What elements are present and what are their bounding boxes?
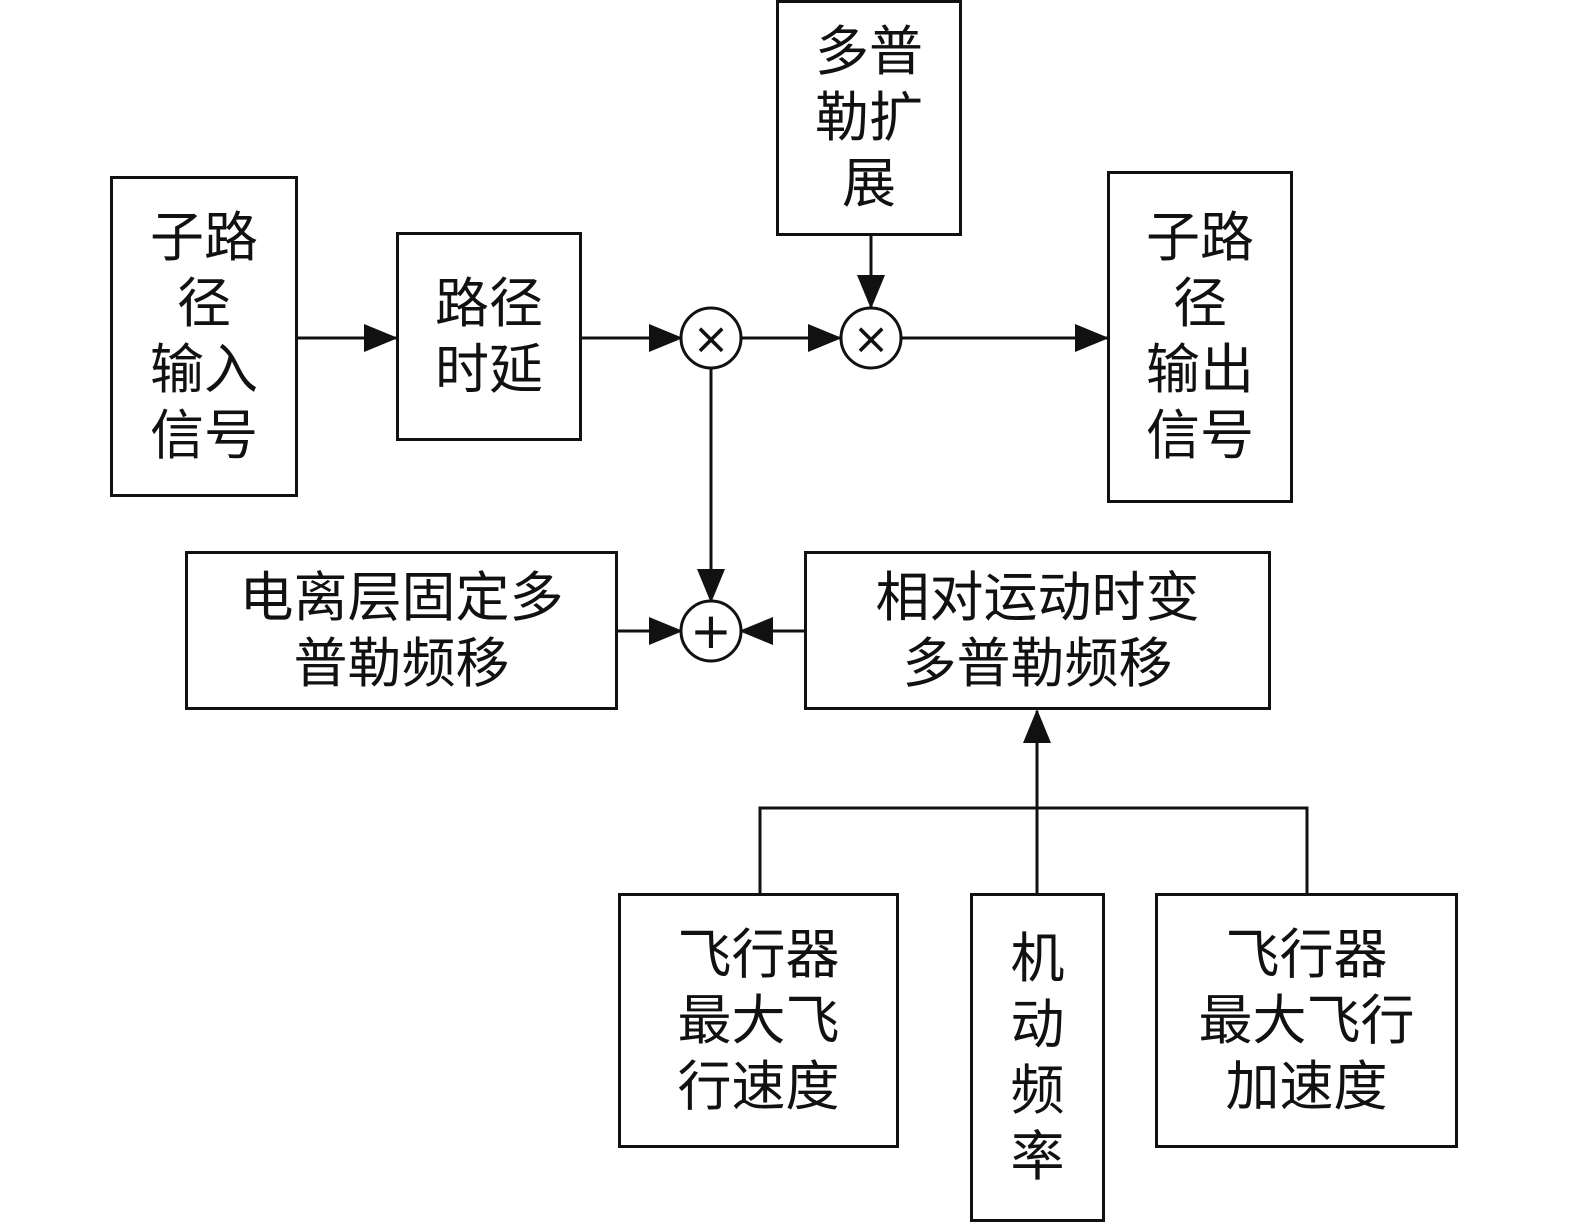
output-signal-block: 子路 径 输出 信号	[1107, 171, 1293, 503]
path-delay-label: 路径 时延	[435, 271, 543, 401]
maneuver-frequency-label: 机 动 频 率	[1010, 926, 1065, 1188]
doppler-spread-label: 多普 勒扩 展	[815, 20, 923, 215]
max-velocity-block: 飞行器 最大飞 行速度	[618, 893, 899, 1148]
input-signal-block: 子路 径 输入 信号	[110, 176, 298, 497]
ionosphere-doppler-label: 电离层固定多 普勒频移	[239, 565, 564, 695]
multiply-node-1	[679, 306, 743, 370]
multiply-node-2	[839, 306, 903, 370]
multiply-symbol-2: ×	[853, 314, 890, 365]
edge-params-bus	[758, 806, 1309, 894]
sum-node	[679, 599, 743, 663]
output-signal-label: 子路 径 输出 信号	[1146, 206, 1254, 467]
sum-symbol: +	[690, 602, 732, 660]
doppler-spread-block: 多普 勒扩 展	[776, 0, 962, 236]
max-velocity-label: 飞行器 最大飞 行速度	[677, 922, 840, 1118]
maneuver-frequency-block: 机 动 频 率	[970, 893, 1105, 1222]
relative-motion-doppler-block: 相对运动时变 多普勒频移	[804, 551, 1271, 710]
ionosphere-doppler-block: 电离层固定多 普勒频移	[185, 551, 618, 710]
multiply-symbol-1: ×	[693, 314, 730, 365]
max-acceleration-label: 飞行器 最大飞行 加速度	[1198, 922, 1415, 1118]
relative-motion-doppler-label: 相对运动时变 多普勒频移	[875, 565, 1200, 695]
input-signal-label: 子路 径 输入 信号	[150, 205, 258, 467]
max-acceleration-block: 飞行器 最大飞行 加速度	[1155, 893, 1458, 1148]
path-delay-block: 路径 时延	[396, 232, 582, 441]
